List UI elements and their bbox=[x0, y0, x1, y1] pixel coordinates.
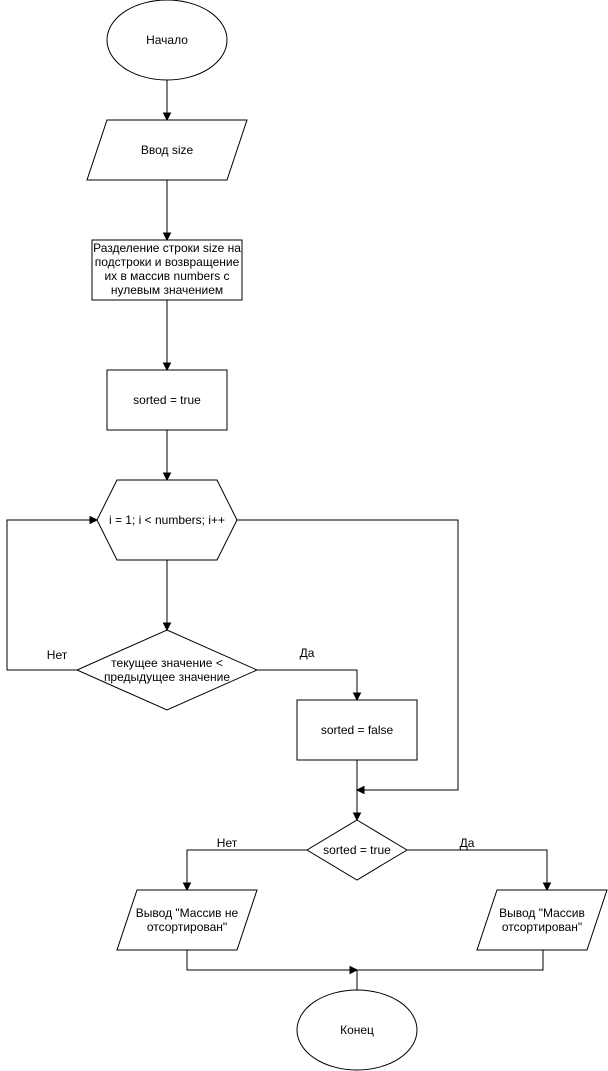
condition-node: текущее значение < предыдущее значение bbox=[75, 629, 259, 711]
arrowhead bbox=[542, 882, 552, 892]
sorted-false-label: sorted = false bbox=[321, 723, 394, 737]
output-not-sorted-line-2: отсортирован" bbox=[147, 920, 227, 934]
edge-condition-yes-to-sorted-false bbox=[257, 669, 358, 694]
output-not-sorted-line-1: Вывод "Массив не bbox=[136, 906, 239, 920]
output-not-sorted-node: Вывод "Массив не отсортирован" bbox=[116, 889, 258, 951]
edge-labels: Нет Да Нет Да bbox=[47, 646, 475, 850]
arrowhead bbox=[162, 232, 172, 242]
check-no-label: Нет bbox=[217, 836, 238, 850]
start-label: Начало bbox=[146, 33, 188, 47]
arrowhead bbox=[355, 785, 365, 795]
condition-yes-label: Да bbox=[300, 646, 315, 660]
arrowhead bbox=[182, 882, 192, 892]
split-label-line-2: подстроки и возвращение bbox=[95, 255, 240, 269]
end-node: Конец bbox=[296, 989, 418, 1071]
edge-condition-no-back-to-loop bbox=[6, 519, 91, 671]
split-label-line-1: Разделение строки size на bbox=[93, 241, 241, 255]
sorted-true-node: sorted = true bbox=[106, 369, 228, 431]
split-label-line-4: нулевым значением bbox=[111, 283, 223, 297]
arrowhead bbox=[352, 692, 362, 702]
edge-loop-exit bbox=[237, 519, 459, 791]
arrowhead bbox=[352, 812, 362, 822]
check-yes-label: Да bbox=[460, 836, 475, 850]
condition-no-label: Нет bbox=[47, 648, 68, 662]
condition-label-line-2: предыдущее значение bbox=[104, 670, 230, 684]
edge-not-sorted-merge bbox=[186, 950, 351, 971]
arrowhead bbox=[162, 362, 172, 372]
arrowhead bbox=[349, 965, 359, 975]
edge-check-no bbox=[186, 849, 307, 884]
output-sorted-node: Вывод "Массив отсортирован" bbox=[476, 889, 608, 951]
arrowhead bbox=[162, 622, 172, 632]
loop-label: i = 1; i < numbers; i++ bbox=[109, 513, 225, 527]
condition-label-line-1: текущее значение < bbox=[111, 656, 223, 670]
split-label-line-3: их в массив numbers с bbox=[104, 269, 229, 283]
split-node: Разделение строки size на подстроки и во… bbox=[91, 239, 243, 301]
edge-sorted-merge bbox=[357, 950, 544, 971]
check-sorted-node: sorted = true bbox=[306, 819, 408, 881]
output-sorted-line-1: Вывод "Массив bbox=[499, 906, 585, 920]
start-node: Начало bbox=[106, 0, 228, 81]
arrowhead bbox=[162, 472, 172, 482]
input-size-node: Ввод size bbox=[86, 119, 248, 181]
sorted-true-label: sorted = true bbox=[133, 393, 201, 407]
input-size-label: Ввод size bbox=[141, 143, 194, 157]
arrowhead bbox=[162, 112, 172, 122]
output-sorted-line-2: отсортирован" bbox=[502, 920, 582, 934]
sorted-false-node: sorted = false bbox=[296, 699, 418, 761]
check-sorted-label: sorted = true bbox=[323, 843, 391, 857]
edges bbox=[6, 80, 552, 1002]
loop-node: i = 1; i < numbers; i++ bbox=[96, 479, 238, 561]
end-label: Конец bbox=[340, 1023, 374, 1037]
edge-check-yes bbox=[407, 849, 548, 884]
arrowhead bbox=[89, 515, 99, 525]
